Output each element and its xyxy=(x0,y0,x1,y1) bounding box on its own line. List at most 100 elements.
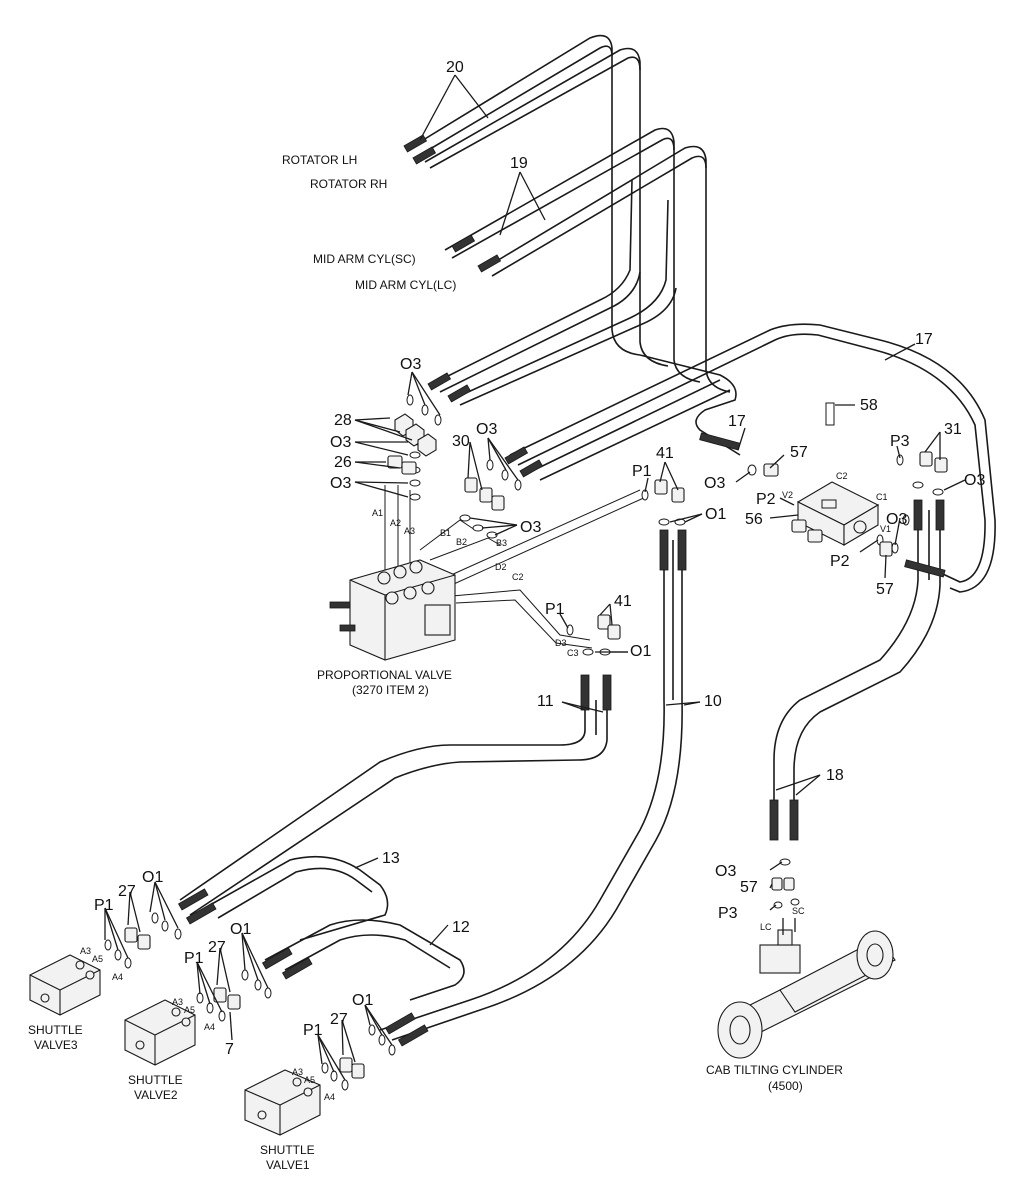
callout-o3-c: O3 xyxy=(330,475,351,492)
port-block-v2: V2 xyxy=(782,490,793,500)
callout-o1-c: O1 xyxy=(142,869,163,886)
port-b1: B1 xyxy=(440,528,451,538)
port-b2: B2 xyxy=(456,537,467,547)
port-s2-a5: A5 xyxy=(184,1005,195,1015)
port-s1-a4: A4 xyxy=(324,1092,335,1102)
hose-19 xyxy=(444,127,731,393)
label-mid-arm-lc: MID ARM CYL(LC) xyxy=(355,278,456,292)
label-rotator-lh: ROTATOR LH xyxy=(282,153,357,167)
o-rings xyxy=(104,394,944,1091)
callout-p3-b: P3 xyxy=(718,905,738,922)
cab-tilting-cylinder xyxy=(717,929,896,1059)
port-a3: A3 xyxy=(404,526,415,536)
port-s1-a3: A3 xyxy=(292,1067,303,1077)
callout-27b: 27 xyxy=(208,939,226,956)
hose-12 xyxy=(264,919,465,1001)
label-shuttle-valve2-b: VALVE2 xyxy=(134,1088,178,1102)
port-block-c2: C2 xyxy=(836,471,848,481)
callout-57b: 57 xyxy=(876,581,894,598)
callout-o3-i: O3 xyxy=(715,863,736,880)
label-rotator-rh: ROTATOR RH xyxy=(310,177,387,191)
callout-26: 26 xyxy=(334,454,352,471)
callout-o1-e: O1 xyxy=(352,992,373,1009)
hose-17 xyxy=(509,323,996,593)
callout-o1-d: O1 xyxy=(230,921,251,938)
callout-12: 12 xyxy=(452,919,470,936)
callout-57a: 57 xyxy=(790,444,808,461)
label-shuttle-valve3-a: SHUTTLE xyxy=(28,1023,83,1037)
callout-58: 58 xyxy=(860,397,878,414)
callout-17: 17 xyxy=(915,331,933,348)
callout-o1-b: O1 xyxy=(630,643,651,660)
callout-p3-a: P3 xyxy=(890,433,910,450)
callout-13: 13 xyxy=(382,850,400,867)
callout-o3-h: O3 xyxy=(886,511,907,528)
callout-30: 30 xyxy=(452,433,470,450)
hose-20 xyxy=(409,34,669,367)
callout-57c: 57 xyxy=(740,879,758,896)
callout-o3-e: O3 xyxy=(520,519,541,536)
callout-p1-d: P1 xyxy=(184,950,204,967)
callout-20: 20 xyxy=(446,59,464,76)
callout-7: 7 xyxy=(225,1041,234,1058)
callout-27c: 27 xyxy=(330,1011,348,1028)
hose-end-fittings xyxy=(177,134,946,1047)
callout-numbers: 20 19 17 17 58 57 57 57 56 31 28 26 30 4… xyxy=(94,59,985,1058)
leader-lines xyxy=(104,74,966,1081)
callout-56: 56 xyxy=(745,511,763,528)
callout-18: 18 xyxy=(826,767,844,784)
callout-o3-d: O3 xyxy=(476,421,497,438)
hose-11 xyxy=(179,700,608,916)
manifold-block-56 xyxy=(791,481,880,546)
callout-p1-a: P1 xyxy=(632,463,652,480)
callout-41b: 41 xyxy=(614,593,632,610)
label-cab-tilting-cylinder: CAB TILTING CYLINDER xyxy=(706,1063,843,1077)
shuttle-valve-3 xyxy=(29,954,101,1016)
label-shuttle-valve1-a: SHUTTLE xyxy=(260,1143,315,1157)
hose-10 xyxy=(379,540,683,1041)
port-block-v1: V1 xyxy=(880,524,891,534)
callout-19: 19 xyxy=(510,155,528,172)
port-s2-a4: A4 xyxy=(204,1022,215,1032)
port-lc: LC xyxy=(760,922,772,932)
callout-p1-c: P1 xyxy=(94,897,114,914)
shuttle-valve-2 xyxy=(124,999,196,1066)
label-cab-tilting-cylinder-item: (4500) xyxy=(768,1079,803,1093)
port-a1: A1 xyxy=(372,508,383,518)
callout-p1-b: P1 xyxy=(545,601,565,618)
callout-17b: 17 xyxy=(728,413,746,430)
adapter-fittings xyxy=(124,402,948,1079)
callout-o3-g: O3 xyxy=(964,472,985,489)
port-d2: D2 xyxy=(495,562,507,572)
shuttle-valve-1 xyxy=(244,1069,321,1136)
port-c3: C3 xyxy=(567,648,579,658)
port-s3-a5: A5 xyxy=(92,954,103,964)
component-labels: ROTATOR LH ROTATOR RH MID ARM CYL(SC) MI… xyxy=(28,153,843,1172)
port-c2: C2 xyxy=(512,572,524,582)
callout-o1-a: O1 xyxy=(705,506,726,523)
port-s3-a4: A4 xyxy=(112,972,123,982)
port-labels: A1 A2 A3 B1 B2 B3 D2 C2 D3 C3 C2 C1 V2 V… xyxy=(80,471,891,1102)
label-shuttle-valve1-b: VALVE1 xyxy=(266,1158,310,1172)
callout-11: 11 xyxy=(537,693,554,710)
hose-18 xyxy=(773,510,941,840)
callout-p1-e: P1 xyxy=(303,1022,323,1039)
hose-bundle-upper xyxy=(429,179,741,456)
callout-27a: 27 xyxy=(118,883,136,900)
callout-28: 28 xyxy=(334,412,352,429)
port-s2-a3: A3 xyxy=(172,997,183,1007)
label-proportional-valve-item: (3270 ITEM 2) xyxy=(352,683,429,697)
port-s1-a5: A5 xyxy=(304,1075,315,1085)
port-b3: B3 xyxy=(496,538,507,548)
port-a2: A2 xyxy=(390,518,401,528)
label-mid-arm-sc: MID ARM CYL(SC) xyxy=(313,252,416,266)
callout-41a: 41 xyxy=(656,445,674,462)
callout-o3-b: O3 xyxy=(330,434,351,451)
hose-13 xyxy=(209,855,389,941)
callout-o3-f: O3 xyxy=(704,475,725,492)
port-s3-a3: A3 xyxy=(80,946,91,956)
port-block-c1: C1 xyxy=(876,492,888,502)
label-shuttle-valve3-b: VALVE3 xyxy=(34,1038,78,1052)
callout-10: 10 xyxy=(704,693,722,710)
